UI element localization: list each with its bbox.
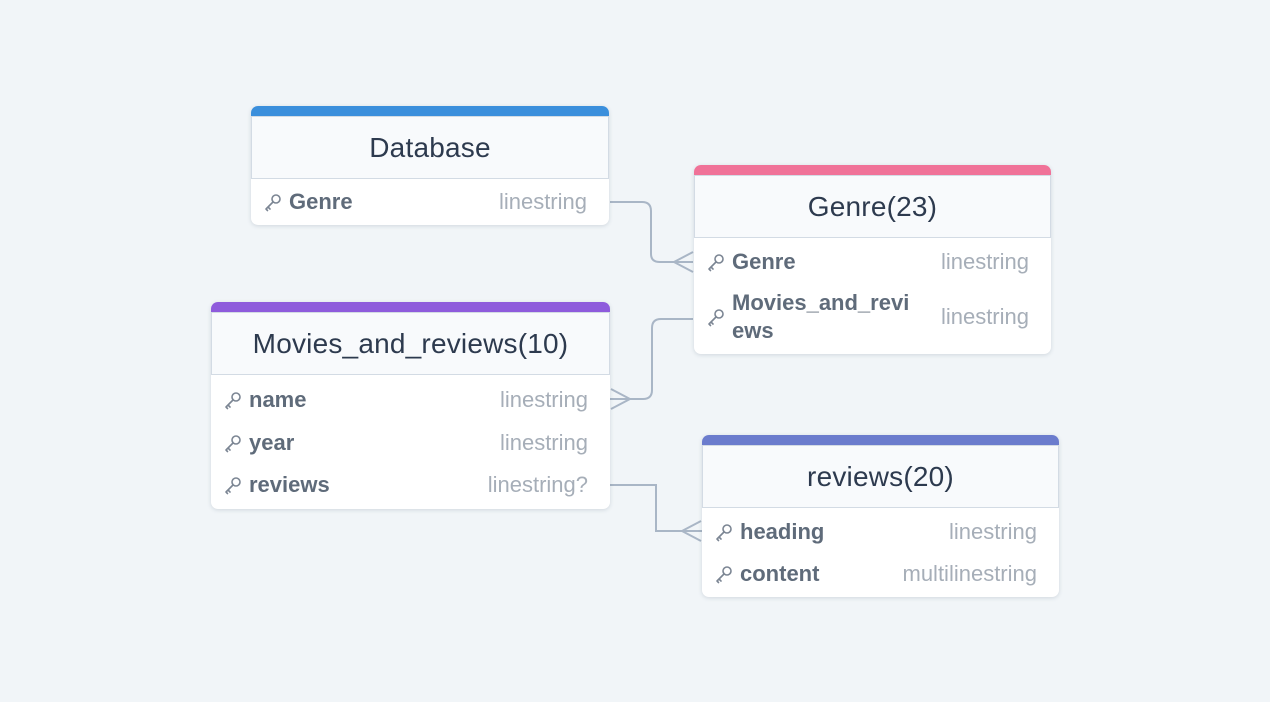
table-database[interactable]: Database Genre linestring xyxy=(251,106,609,225)
field-row-movies-and-reviews[interactable]: Movies_and_revi ews linestring xyxy=(694,286,1051,354)
table-color-bar xyxy=(694,165,1051,175)
table-color-bar xyxy=(702,435,1059,445)
table-title: reviews(20) xyxy=(702,445,1059,508)
field-name: Movies_and_revi ews xyxy=(732,290,910,343)
field-type: linestring? xyxy=(487,472,588,497)
crowfoot-icon xyxy=(673,251,694,273)
relation-genre-movies xyxy=(610,318,693,410)
field-type: linestring xyxy=(499,429,588,455)
field-type: linestring xyxy=(948,519,1037,544)
field-type: linestring xyxy=(498,189,587,214)
table-reviews[interactable]: reviews(20) heading linestring content m… xyxy=(702,435,1059,597)
field-type: linestring xyxy=(499,386,588,412)
key-icon xyxy=(225,434,241,452)
key-icon xyxy=(225,391,241,409)
table-color-bar xyxy=(211,302,610,312)
table-title: Database xyxy=(251,116,609,179)
field-name: Genre xyxy=(732,249,796,274)
field-type: multilinestring xyxy=(902,561,1038,586)
table-title: Genre(23) xyxy=(694,175,1051,238)
table-movies-and-reviews[interactable]: Movies_and_reviews(10) name linestring y… xyxy=(211,302,610,509)
relation-line xyxy=(610,318,693,400)
table-genre[interactable]: Genre(23) Genre linestring Movies_and_re… xyxy=(694,165,1051,354)
field-row-content[interactable]: content multilinestring xyxy=(702,554,1059,597)
relation-database-genre xyxy=(610,201,694,273)
key-icon xyxy=(716,524,732,542)
crowfoot-icon xyxy=(610,388,631,410)
table-color-bar xyxy=(251,106,609,116)
field-name: Genre xyxy=(289,189,353,214)
field-name: heading xyxy=(740,519,825,544)
field-row-genre[interactable]: Genre linestring xyxy=(251,179,609,225)
field-type: linestring xyxy=(940,249,1029,274)
field-row-reviews[interactable]: reviews linestring? xyxy=(211,464,610,509)
field-row-name[interactable]: name linestring xyxy=(211,375,610,421)
key-icon xyxy=(716,566,732,584)
field-type: linestring xyxy=(940,304,1029,329)
key-icon xyxy=(265,194,281,212)
field-row-genre[interactable]: Genre linestring xyxy=(694,238,1051,286)
relation-line xyxy=(610,484,702,532)
field-name: reviews xyxy=(249,472,330,497)
field-name: content xyxy=(740,561,820,586)
table-title: Movies_and_reviews(10) xyxy=(211,312,610,375)
field-name: name xyxy=(249,386,307,412)
field-row-year[interactable]: year linestring xyxy=(211,421,610,464)
field-name: year xyxy=(249,429,295,455)
crowfoot-icon xyxy=(681,520,702,542)
field-row-heading[interactable]: heading linestring xyxy=(702,508,1059,554)
relation-movies-reviews xyxy=(610,484,702,542)
relation-line xyxy=(610,201,693,263)
key-icon xyxy=(225,477,241,495)
key-icon xyxy=(708,254,724,272)
key-icon xyxy=(708,309,724,327)
